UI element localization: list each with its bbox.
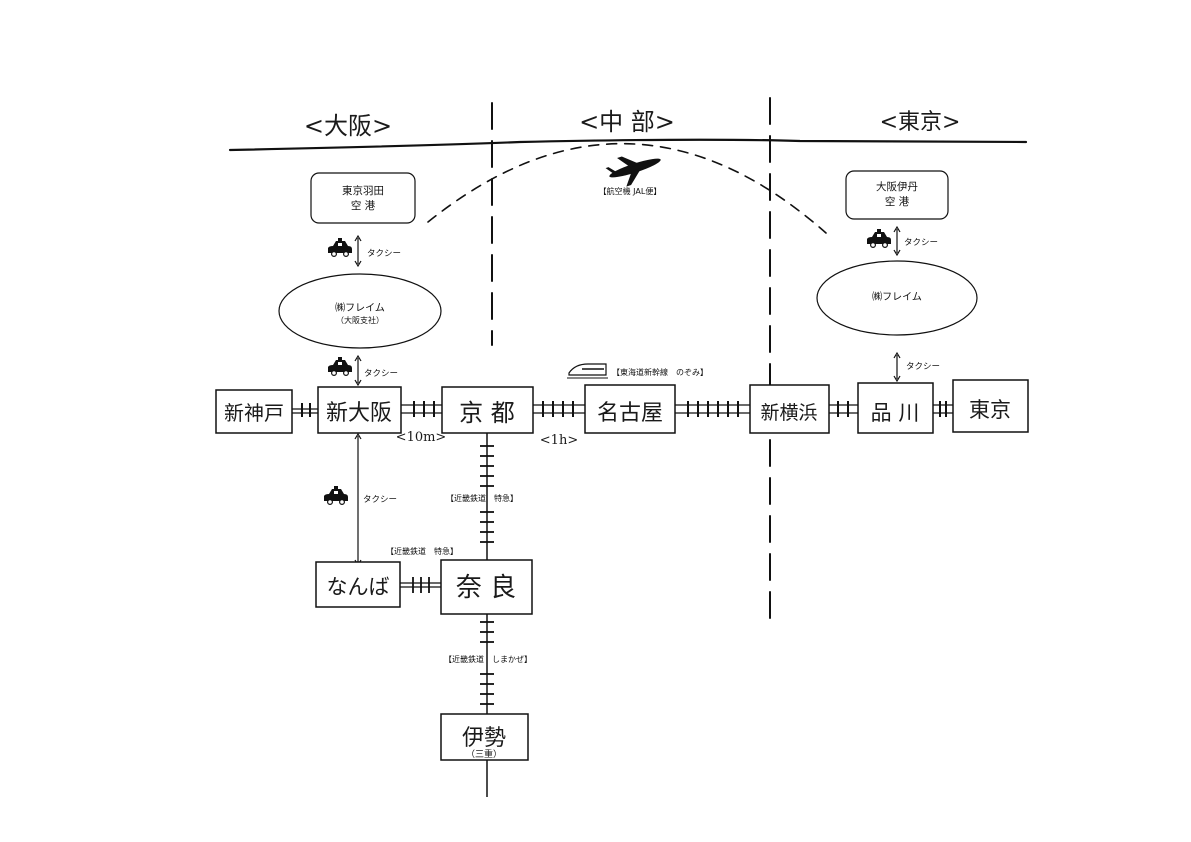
station-name-shinkobe: 新神戸 [224, 401, 284, 425]
itami-airport-box [845, 170, 949, 220]
station-ise [440, 713, 529, 761]
itami-airport-sub: 空 港 [885, 195, 910, 208]
station-sub-ise: （三重） [466, 748, 502, 760]
station-nara [440, 559, 533, 615]
office-osaka-name: ㈱フレイム [335, 302, 385, 314]
station-name-ise: 伊勢 [462, 726, 506, 751]
region-header-line [228, 138, 1028, 152]
station-name-tokyo: 東京 [969, 398, 1011, 422]
station-name-shinosaka: 新大阪 [326, 401, 392, 426]
taxi-label-shinagawa: タクシー [906, 362, 940, 372]
station-name-shinyokohama: 新横浜 [760, 402, 817, 424]
haneda-airport-box [310, 172, 416, 224]
taxi-icon-itami [866, 228, 892, 248]
airplane-icon [605, 156, 661, 187]
kintetsu-label-namba-nara: 【近畿鉄道 特急】 [386, 546, 458, 556]
shinkansen-icon [567, 363, 608, 379]
kintetsu-label-kyoto-nara: 【近畿鉄道 特急】 [446, 493, 518, 503]
office-tokyo-name: ㈱フレイム [872, 291, 922, 303]
taxi-label-namba: タクシー [363, 495, 397, 505]
kintetsu-label-nara-ise: 【近畿鉄道 しまかぜ】 [444, 654, 532, 664]
station-shinkobe [215, 389, 293, 434]
station-name-nara: 奈 良 [456, 573, 516, 603]
taxi-icon-haneda [327, 237, 353, 257]
station-shinagawa [857, 382, 934, 434]
station-nagoya [584, 384, 676, 434]
station-kyoto [441, 386, 534, 434]
shinkansen-label: 【東海道新幹線 のぞみ】 [612, 367, 708, 377]
station-name-shinagawa: 品 川 [871, 401, 920, 425]
taxi-label-itami: タクシー [904, 238, 938, 248]
taxi-label-haneda: タクシー [367, 249, 401, 259]
region-label-chubu: <中 部> [579, 108, 675, 136]
office-osaka [278, 273, 442, 349]
airplane-label: 【航空機 JAL便】 [599, 186, 662, 196]
region-label-osaka: <大阪> [304, 112, 392, 140]
station-tokyo [952, 379, 1029, 433]
flight-path [427, 142, 827, 234]
haneda-airport-name: 東京羽田 [342, 184, 384, 197]
station-namba [315, 561, 401, 608]
taxi-icon-shinosaka [327, 356, 353, 376]
station-shinyokohama [749, 384, 830, 434]
station-name-kyoto: 京 都 [459, 399, 515, 427]
station-name-namba: なんば [327, 575, 390, 599]
station-name-nagoya: 名古屋 [597, 401, 663, 426]
office-osaka-sub: （大阪支社） [336, 315, 384, 325]
duration-shinosaka-kyoto: <10m> [396, 430, 447, 445]
station-shinosaka [317, 386, 402, 434]
itami-airport-name: 大阪伊丹 [876, 180, 918, 193]
region-label-tokyo: <東京> [880, 110, 961, 135]
taxi-label-shinosaka: タクシー [364, 369, 398, 379]
office-tokyo [816, 260, 978, 336]
taxi-icon-namba [323, 485, 349, 505]
duration-kyoto-nagoya: <1h> [540, 433, 578, 448]
haneda-airport-sub: 空 港 [351, 199, 376, 212]
